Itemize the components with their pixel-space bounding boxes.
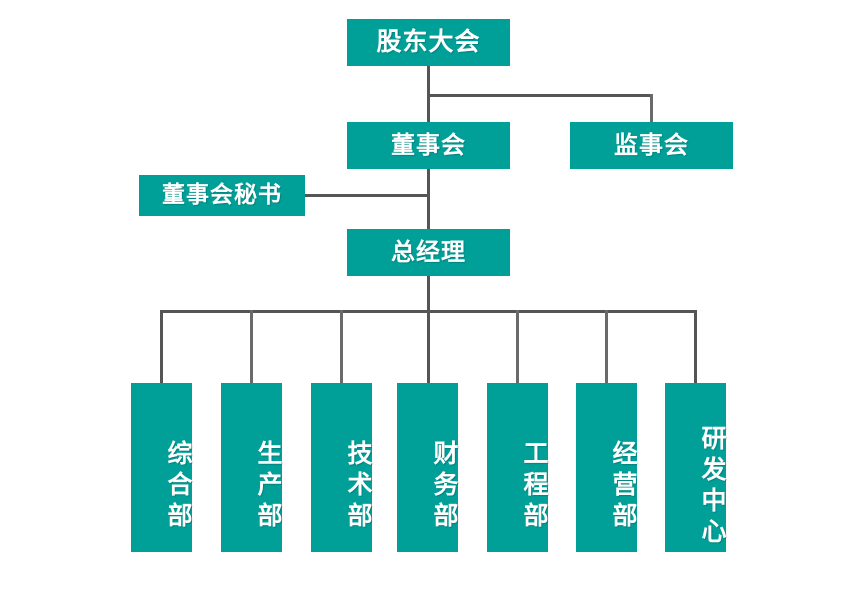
node-board-label: 董事会 [391, 130, 466, 159]
node-general-manager-label: 总经理 [391, 237, 466, 266]
node-department-engineering-label: 工程部 [520, 440, 549, 533]
node-board-secretary[interactable]: 董事会秘书 [139, 175, 305, 216]
connector-bracket-horizontal [427, 94, 652, 97]
connector-board-to-manager [427, 168, 430, 231]
connector-secretary-horizontal [304, 194, 429, 197]
node-shareholders[interactable]: 股东大会 [347, 19, 510, 66]
connector-drop-production [250, 310, 253, 385]
node-supervisors[interactable]: 监事会 [570, 122, 733, 169]
node-department-production[interactable]: 生产部 [221, 383, 283, 552]
node-general-manager[interactable]: 总经理 [347, 229, 510, 276]
node-department-rnd-center-label: 研发中心 [698, 424, 727, 549]
node-supervisors-label: 监事会 [614, 130, 689, 159]
node-department-operations-label: 经营部 [609, 440, 638, 533]
connector-drop-engineering [516, 310, 519, 385]
connector-drop-technology [340, 310, 343, 385]
connector-board-down [427, 94, 430, 125]
node-shareholders-label: 股东大会 [376, 27, 481, 57]
connector-drop-general-affairs [160, 310, 163, 385]
connector-shareholders-down [427, 66, 430, 96]
node-board-secretary-label: 董事会秘书 [162, 182, 282, 209]
node-department-finance-label: 财务部 [430, 440, 459, 533]
connector-drop-operations [605, 310, 608, 385]
node-board[interactable]: 董事会 [347, 122, 510, 169]
node-department-finance[interactable]: 财务部 [397, 383, 459, 552]
connector-manager-to-bus [427, 275, 430, 313]
connector-supervisors-down [650, 94, 653, 125]
node-department-engineering[interactable]: 工程部 [487, 383, 549, 552]
connector-drop-rnd-center [694, 310, 697, 385]
node-department-technology-label: 技术部 [344, 440, 373, 533]
node-department-production-label: 生产部 [254, 440, 283, 533]
node-department-operations[interactable]: 经营部 [576, 383, 638, 552]
node-department-technology[interactable]: 技术部 [311, 383, 373, 552]
connector-drop-finance [427, 310, 430, 385]
node-department-general-affairs-label: 综合部 [164, 440, 193, 533]
node-department-general-affairs[interactable]: 综合部 [131, 383, 193, 552]
node-department-rnd-center[interactable]: 研发中心 [665, 383, 727, 552]
